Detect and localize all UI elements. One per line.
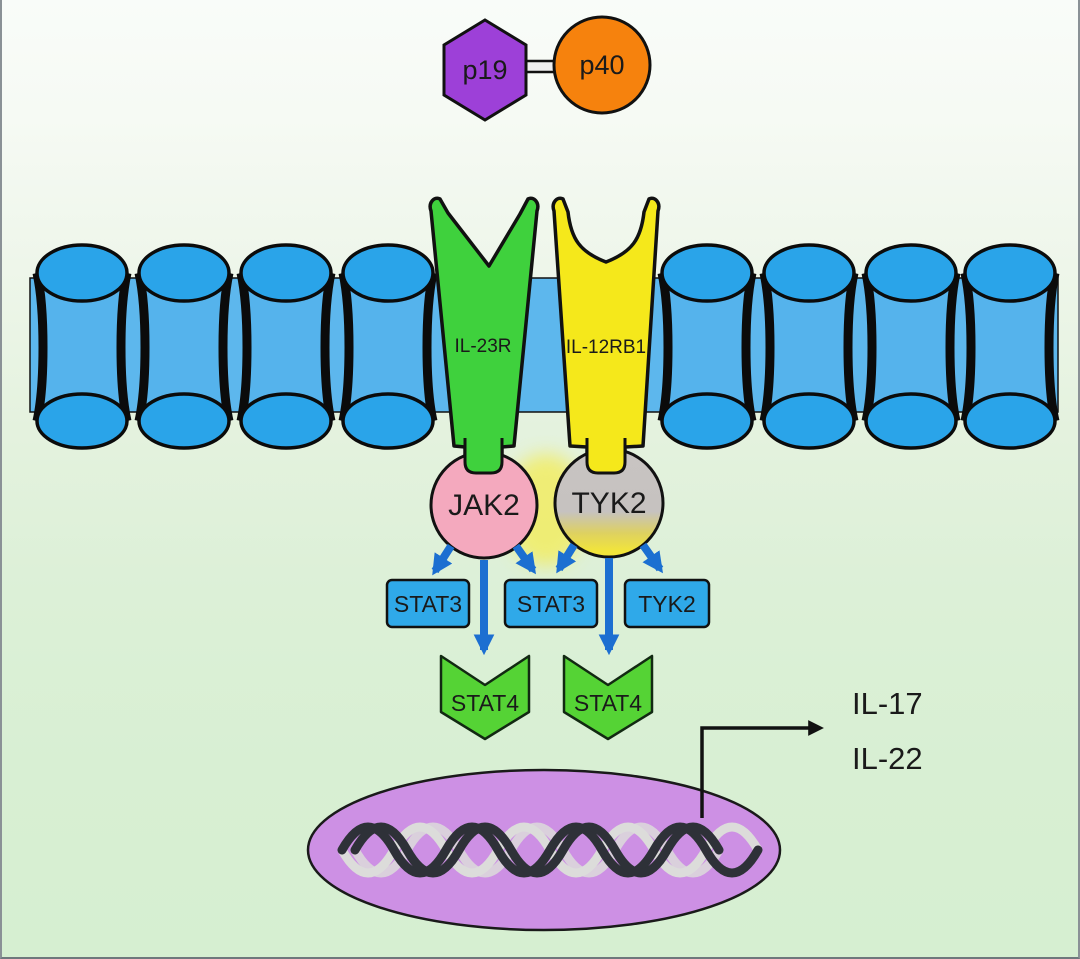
p19-label: p19 <box>462 55 507 85</box>
stat3-box-2 <box>503 578 599 629</box>
il23r-stem <box>463 438 504 475</box>
il23r-label: IL-23R <box>454 336 511 357</box>
stat3-box-1-label: STAT3 <box>394 591 462 617</box>
lipid-cylinder <box>965 245 1055 448</box>
dna-helix <box>337 822 763 878</box>
stat4-chevron-2 <box>562 654 654 741</box>
arrow-tyk2-to-stat3-middle <box>555 542 578 574</box>
arrow-jak2-to-stat3-left <box>431 543 455 576</box>
stat4-label-2: STAT4 <box>574 690 642 716</box>
stat3-box-1 <box>385 578 471 629</box>
arrow-tyk2-to-tyk2box <box>639 542 664 574</box>
lipid-cylinder <box>662 245 752 448</box>
il22-label: IL-22 <box>852 741 923 776</box>
lipid-cylinder <box>343 245 433 448</box>
transcription-arrow <box>700 720 824 818</box>
tyk2-box-label: TYK2 <box>638 591 696 617</box>
stat4-label-1: STAT4 <box>451 690 519 716</box>
il12rb1-stem <box>585 438 627 475</box>
p40-circle <box>552 15 652 115</box>
stat3-box-2-label: STAT3 <box>517 591 585 617</box>
arrow-jak2-to-stat3-middle <box>512 543 537 575</box>
p40-label: p40 <box>579 50 624 80</box>
nucleus <box>306 768 782 932</box>
lipid-cylinder <box>241 245 331 448</box>
p19-hexagon <box>442 18 528 122</box>
lipid-cylinder <box>764 245 854 448</box>
il12rb1-label: IL-12RB1 <box>566 337 646 358</box>
il17-label: IL-17 <box>852 686 923 721</box>
lipid-cylinder <box>866 245 956 448</box>
tyk2-box <box>623 578 711 629</box>
lipid-cylinder <box>139 245 229 448</box>
tyk2-label: TYK2 <box>571 487 646 520</box>
jak2-label: JAK2 <box>448 489 520 522</box>
dna-strand-dark-2 <box>350 822 724 878</box>
stat4-chevron-1 <box>439 654 531 741</box>
lipid-cylinder <box>37 245 127 448</box>
